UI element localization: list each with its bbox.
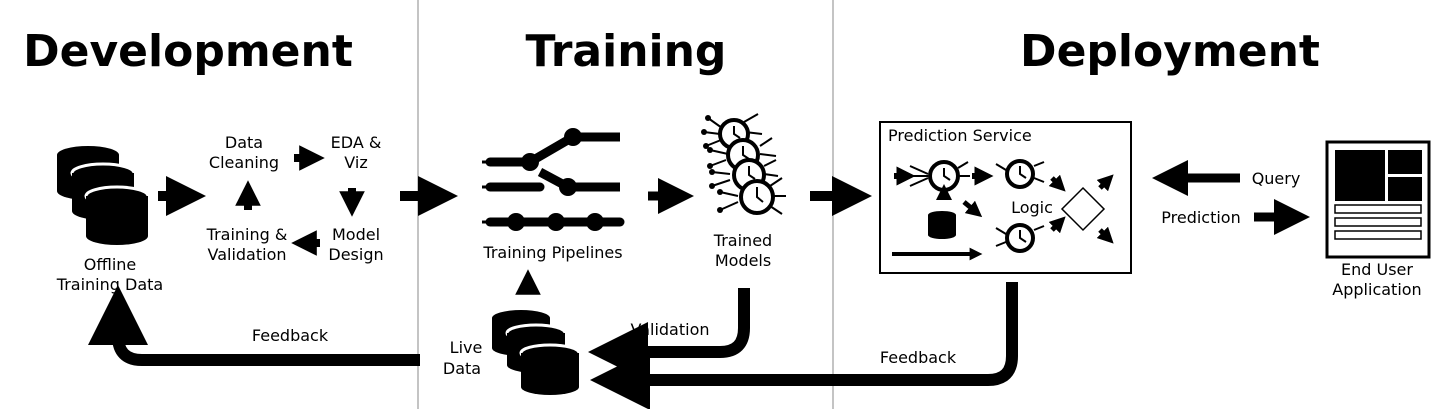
- trained-models-label-2: Models: [715, 251, 771, 270]
- training-validation-label-2: Validation: [207, 245, 286, 264]
- model-design-label-2: Design: [328, 245, 383, 264]
- offline-label-2: Training Data: [56, 275, 163, 294]
- validation-label: Validation: [630, 320, 709, 339]
- live-database-icon: [492, 310, 581, 395]
- deployment-title: Deployment: [1020, 26, 1320, 77]
- end-user-label-2: Application: [1332, 280, 1421, 299]
- eda-label-1: EDA &: [331, 133, 382, 152]
- data-cleaning-label-2: Cleaning: [209, 153, 279, 172]
- prediction-service-internals: [892, 159, 1114, 261]
- feedback-left-arrow: [88, 285, 420, 366]
- feedback-right-arrow: [590, 282, 1018, 409]
- training-validation-label-1: Training &: [206, 225, 288, 244]
- validation-arrow: [588, 288, 750, 382]
- end-user-label-1: End User: [1341, 260, 1413, 279]
- trained-models-icon: [701, 113, 786, 215]
- offline-database-icon: [57, 146, 150, 245]
- pipelines-label: Training Pipelines: [482, 243, 622, 262]
- data-cleaning-label-1: Data: [225, 133, 263, 152]
- feedback-right-label: Feedback: [880, 348, 957, 367]
- query-label: Query: [1252, 169, 1301, 188]
- live-data-label-2: Data: [443, 359, 481, 378]
- end-user-app-icon: [1325, 140, 1431, 259]
- offline-label-1: Offline: [84, 255, 137, 274]
- trained-models-label-1: Trained: [713, 231, 772, 250]
- eda-label-2: Viz: [344, 153, 367, 172]
- pipelines-icon: [482, 128, 625, 231]
- feedback-left-label: Feedback: [252, 326, 329, 345]
- logic-label: Logic: [1011, 198, 1053, 217]
- training-title: Training: [526, 26, 727, 77]
- development-title: Development: [23, 26, 353, 77]
- live-data-label-1: Live: [450, 338, 483, 357]
- prediction-label: Prediction: [1161, 208, 1240, 227]
- model-design-label-1: Model: [332, 225, 380, 244]
- prediction-service-label: Prediction Service: [888, 126, 1032, 145]
